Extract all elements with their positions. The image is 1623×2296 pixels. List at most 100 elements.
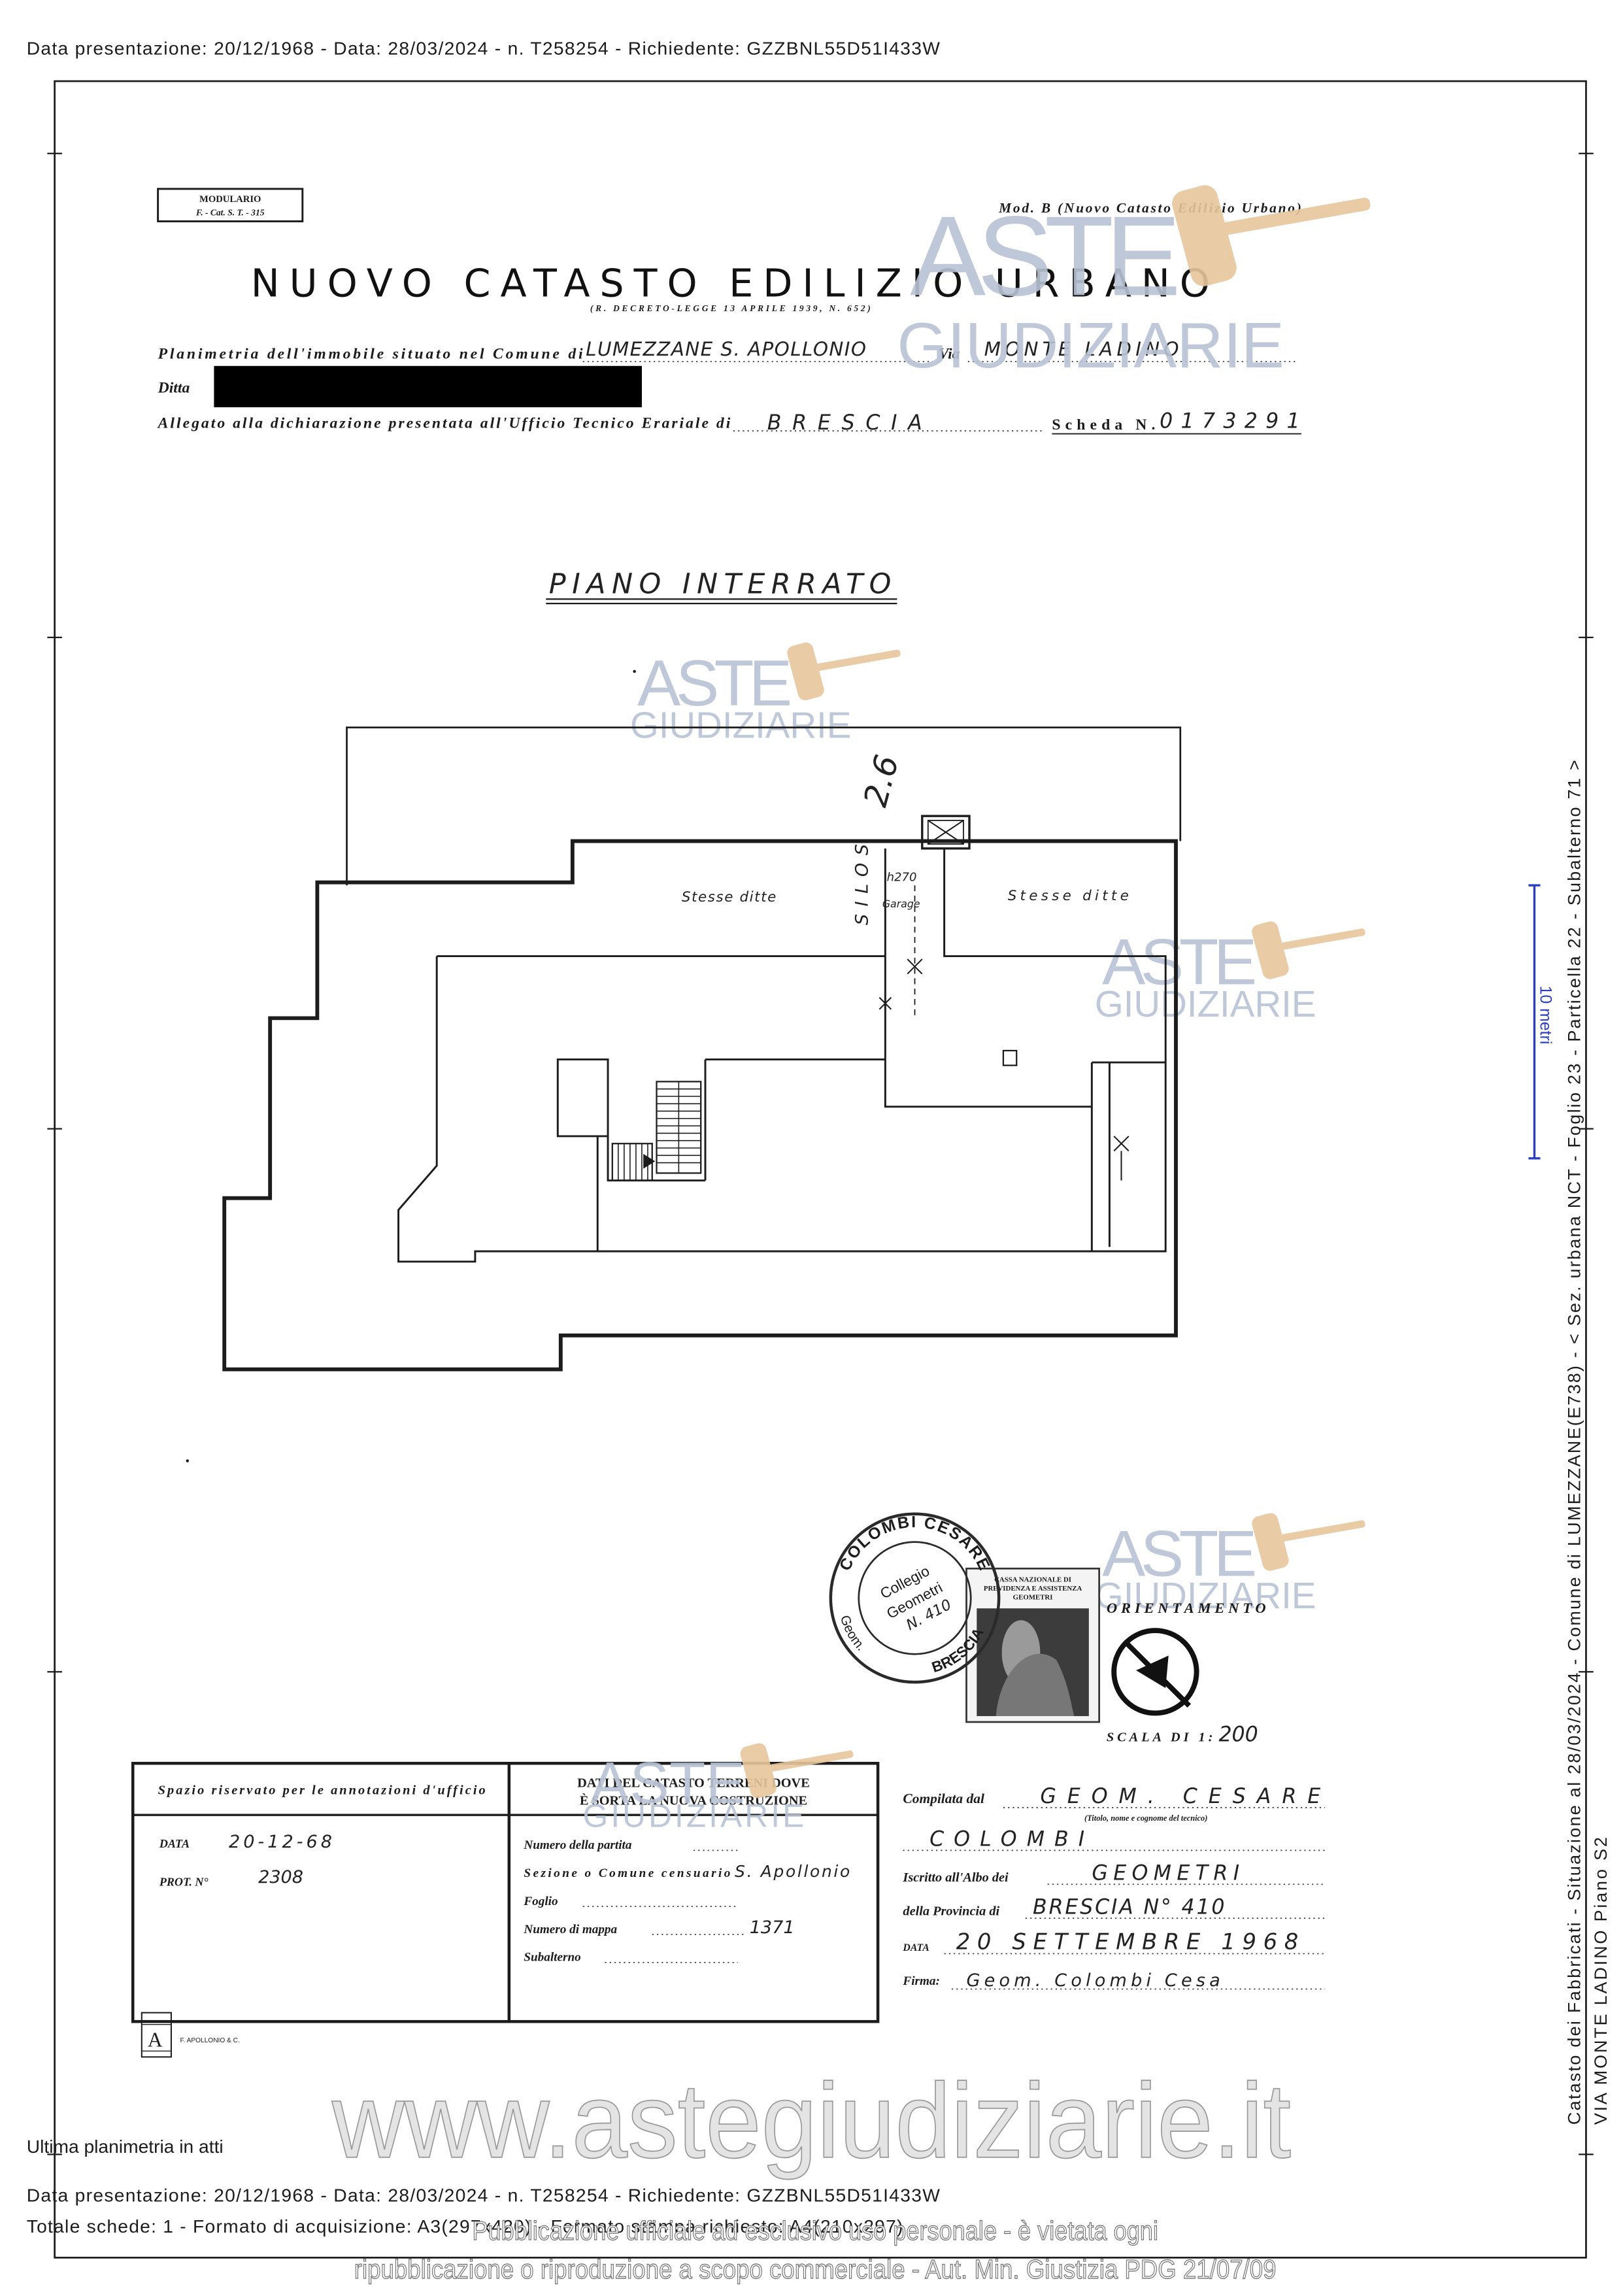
office-header: Spazio riservato per le annotazioni d'uf… [158, 1783, 486, 1798]
watermark-giudiziarie: GIUDIZIARIE [1095, 983, 1316, 1024]
silos-box [921, 815, 971, 850]
ufficio-value: BRESCIA [767, 411, 922, 435]
column-square [1002, 1049, 1018, 1066]
province-label: della Provincia di [903, 1904, 999, 1919]
watermark-notice-line1: Pubblicazione ufficiale ad esclusivo uso… [472, 2216, 1158, 2246]
watermark-giudiziarie: GIUDIZIARIE [583, 1797, 805, 1834]
footer-format-line: Totale schede: 1 - Formato di acquisizio… [27, 2216, 903, 2237]
plot-boundary [346, 726, 1182, 886]
albo-value: GEOMETRI [1092, 1862, 1239, 1885]
printer-logo-frame [141, 2012, 172, 2058]
plan-dot [633, 669, 636, 673]
watermark-logo-4: ASTE GIUDIZIARIE [1095, 1513, 1365, 1616]
watermark-aste: ASTE [1102, 1518, 1257, 1591]
staircase [611, 1081, 702, 1181]
watermark-aste: ASTE [637, 647, 792, 720]
terreni-row-label: Sezione o Comune censuario [524, 1866, 730, 1880]
terreni-row-value: 1371 [750, 1917, 795, 1938]
watermark-giudiziarie: GIUDIZIARIE [1095, 1575, 1316, 1616]
modulario-box: MODULARIO F. - Cat. S. T. - 315 [157, 188, 304, 223]
printer-name: F. APOLLONIO & C. [180, 2037, 239, 2044]
watermark-aste: ASTE [910, 192, 1181, 319]
form-decree: (R. DECRETO-LEGGE 13 APRILE 1939, N. 652… [590, 303, 871, 314]
terreni-row-label: Subalterno [524, 1951, 580, 1965]
scale-bar-label: 10 metri [1536, 986, 1554, 1045]
tax-stamp-line1: CASSA NAZIONALE DI [994, 1576, 1071, 1584]
signature-label: Firma: [902, 1974, 939, 1988]
allegato-label: Allegato alla dichiarazione presentata a… [157, 415, 731, 432]
stair-arrow-icon [643, 1154, 656, 1169]
ditta-redaction [214, 365, 642, 407]
watermark-aste: ASTE [590, 1750, 745, 1816]
name-hint: (Titolo, nome e cognome del tecnico) [1084, 1814, 1207, 1823]
watermark-notice-line2: ripubblicazione o riproduzione a scopo c… [354, 2254, 1277, 2284]
office-prot-value: 2308 [258, 1867, 303, 1887]
watermark-logo-2: ASTE GIUDIZIARIE [630, 642, 901, 746]
cross-marker-icon [878, 997, 892, 1010]
scheda-number: 0173291 [1160, 410, 1299, 433]
silos-outer [921, 815, 971, 850]
scale-bar-line [1528, 884, 1541, 1160]
table-frame [131, 1761, 880, 2023]
modulario-frame [157, 188, 304, 223]
office-prot-label: PROT. N° [159, 1876, 209, 1889]
albo-label: Iscritto all'Albo dei [902, 1870, 1009, 1885]
plan-label-garage: Garage [882, 898, 920, 910]
silos-inner [927, 820, 964, 845]
terreni-header-line2: È SORTA LA NUOVA COSTRUZIONE [580, 1793, 807, 1808]
gavel-icon [787, 642, 901, 701]
gavel-icon [740, 1743, 854, 1798]
stamp-outer-ring [829, 1512, 1001, 1684]
interior-walls [397, 848, 1167, 1263]
modulario-label: MODULARIO [199, 194, 261, 205]
scale-label: SCALA DI 1: [1107, 1730, 1213, 1744]
ditta-label: Ditta [158, 379, 190, 396]
terreni-row-label: Foglio [523, 1895, 558, 1908]
stair-treads [656, 1081, 701, 1173]
footer-last-plan: Ultima planimetria in atti [27, 2136, 224, 2157]
compass-circle [1111, 1628, 1199, 1716]
footer-presentation-line: Data presentazione: 20/12/1968 - Data: 2… [27, 2185, 941, 2206]
page-frame [54, 80, 1587, 2259]
watermark-logo-5: ASTE GIUDIZIARIE [583, 1743, 854, 1834]
tax-stamp-line2: PREVIDENZA E ASSISTENZA [984, 1585, 1082, 1593]
cross-marker-icon [907, 958, 923, 975]
cross-marker-icon [1113, 1136, 1129, 1181]
building-outline [222, 839, 1178, 1372]
gavel-icon [1172, 185, 1371, 286]
compass-arrow-icon [1136, 1655, 1169, 1689]
tax-stamp: CASSA NAZIONALE DI PREVIDENZA E ASSISTEN… [965, 1567, 1100, 1723]
planimetria-label: Planimetria dell'immobile situato nel Co… [158, 345, 583, 362]
printer-logo-rules [141, 2024, 171, 2052]
compass-icon [1111, 1628, 1199, 1716]
technician-block: Compilata dal GEOM. CESARE (Titolo, nome… [902, 1785, 1325, 1991]
watermark-giudiziarie: GIUDIZIARIE [630, 705, 852, 746]
floor-title-underline [546, 598, 897, 605]
stair-area-walls [556, 1058, 886, 1251]
portrait-veil-icon [996, 1653, 1075, 1716]
modulario-code: F. - Cat. S. T. - 315 [195, 208, 265, 218]
gavel-icon [1252, 921, 1365, 979]
terreni-row-label: Numero di mappa [523, 1923, 617, 1936]
scale-value: 200 [1218, 1723, 1258, 1746]
terreni-row-value: S. Apollonio [735, 1862, 850, 1881]
gavel-icon [1252, 1513, 1365, 1571]
watermark-logo-1: ASTE GIUDIZIARIE [897, 185, 1371, 381]
form-title: NUOVO CATASTO EDILIZIO URBANO [251, 262, 1210, 306]
plan-label-height: h270 [887, 870, 917, 884]
name-value: COLOMBI [929, 1828, 1084, 1851]
tech-date-label: DATA [902, 1942, 929, 1953]
silos-cross [928, 820, 964, 845]
office-date-label: DATA [159, 1837, 190, 1850]
stamp-inner-ring [858, 1541, 972, 1655]
frame-ticks [47, 152, 1594, 2155]
plan-label-left: Stesse ditte [682, 889, 776, 905]
watermark-logo-3: ASTE GIUDIZIARIE [1095, 921, 1365, 1024]
province-value: BRESCIA N° 410 [1033, 1895, 1224, 1919]
watermark-site: www.astegiudiziarie.it [331, 2062, 1291, 2180]
watermark-giudiziarie: GIUDIZIARIE [897, 309, 1284, 381]
side-info-line1: Catasto dei Fabbricati - Situazione al 2… [1564, 760, 1584, 2125]
scale-bar: 10 metri [1528, 884, 1554, 1160]
comune-value: LUMEZZANE S. APOLLONIO [586, 338, 866, 360]
